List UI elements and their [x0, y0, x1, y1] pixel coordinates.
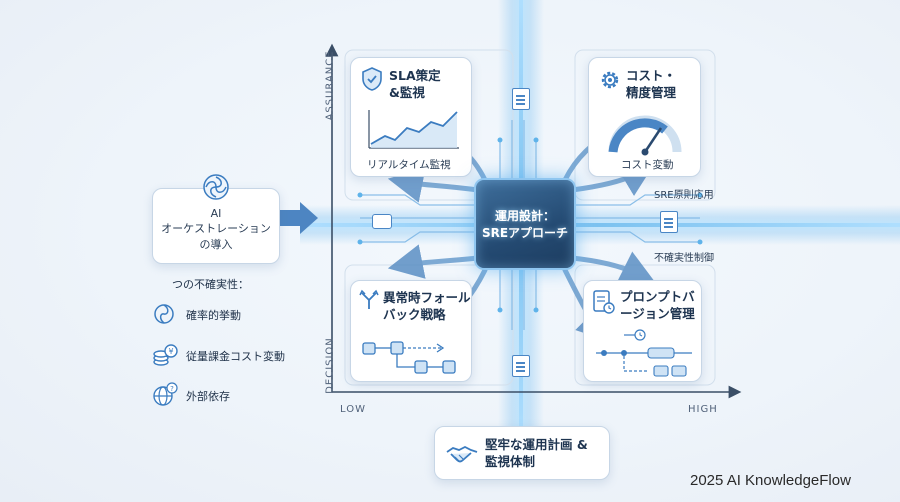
bottom-title-1: 堅牢な運用計画 & [485, 437, 588, 452]
svg-text:¥: ¥ [168, 347, 173, 356]
flow-branch-illustration [362, 341, 456, 374]
intro-box: AI オーケストレーション の導入 [152, 188, 280, 264]
card-fallback-title-1: 異常時フォール [383, 290, 471, 305]
y-axis-top-label: ASSURANCE [324, 50, 336, 121]
horizontal-flow-band [300, 205, 900, 245]
bottom-box: 堅牢な運用計画 & 監視体制 [434, 426, 610, 480]
message-icon [372, 214, 392, 229]
card-sla-caption: リアルタイム監視 [367, 159, 451, 171]
card-prompt: プロンプトバ ージョン管理 [583, 280, 702, 382]
coins-icon: ¥ [153, 344, 178, 366]
chip-line-2: SREアプローチ [481, 226, 569, 240]
svg-text:?: ? [170, 385, 174, 393]
card-fallback: 異常時フォール バック戦略 [350, 280, 472, 382]
card-cost-title-1: コスト・ [626, 68, 677, 83]
card-cost: コスト・ 精度管理 コスト変動 [588, 57, 701, 177]
uncertainty-heading: つの不確実性： [172, 278, 249, 291]
handshake-icon [446, 445, 478, 463]
shield-check-icon [362, 67, 382, 91]
swirl-icon [154, 304, 174, 324]
uncertainty-item-2: 従量課金コスト変動 [186, 350, 285, 363]
document-icon [660, 211, 678, 233]
document-icon [512, 355, 530, 377]
document-clock-icon [593, 290, 615, 314]
gear-icon [601, 71, 619, 89]
x-axis-left-label: LOW [340, 404, 366, 415]
bottom-title-2: 監視体制 [485, 454, 536, 469]
globe-icon: ? [153, 382, 178, 406]
card-prompt-title-1: プロンプトバ [620, 289, 695, 304]
card-fallback-title-2: バック戦略 [383, 307, 446, 322]
card-sla: SLA策定 &監視 リアルタイム監視 [350, 57, 472, 177]
chip-line-1: 運用設計： [494, 209, 555, 223]
card-cost-title-2: 精度管理 [626, 85, 677, 100]
watermark: 2025 AI KnowledgeFlow [690, 472, 851, 489]
card-sla-title-2: &監視 [389, 85, 425, 100]
card-prompt-title-2: ージョン管理 [620, 306, 695, 321]
uncertainty-item-1: 確率的挙動 [186, 309, 241, 322]
version-timeline-illustration [596, 329, 692, 377]
card-cost-caption: コスト変動 [621, 159, 674, 171]
card-sla-title-1: SLA策定 [389, 68, 441, 83]
y-axis-bottom-label: DECISION [324, 337, 336, 394]
intro-line-3: の導入 [199, 238, 233, 251]
sre-principle-label: SRE原則応用 [654, 190, 714, 201]
uncertainty-control-label: 不確実性制御 [654, 253, 714, 264]
trend-chart-illustration [368, 110, 459, 149]
ai-swirl-icon [203, 174, 229, 200]
document-icon [512, 88, 530, 110]
x-axis-right-label: HIGH [688, 404, 718, 415]
fork-arrow-icon [359, 289, 379, 309]
uncertainty-item-3: 外部依存 [186, 390, 230, 403]
intro-line-2: オーケストレーション [161, 222, 271, 235]
gauge-icon [608, 115, 682, 156]
center-chip: 運用設計： SREアプローチ [474, 178, 576, 270]
intro-line-1: AI [210, 207, 222, 220]
